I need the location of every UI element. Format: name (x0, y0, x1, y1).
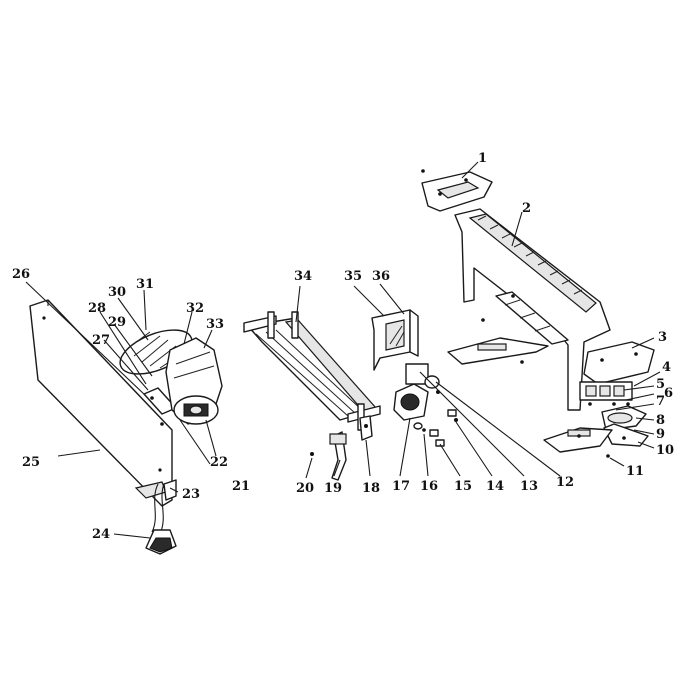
callout-labels: 1 2 3 4 5 6 7 8 9 10 11 12 13 14 15 16 1… (12, 151, 674, 542)
callout-6: 6 (664, 386, 673, 401)
callout-8: 8 (656, 413, 665, 428)
callout-28: 28 (88, 301, 106, 316)
part-bracket-left (329, 431, 347, 481)
callout-32: 32 (186, 301, 204, 316)
part-small-screw (310, 452, 314, 456)
callout-15: 15 (454, 479, 472, 494)
part-thermostat-bracket (371, 309, 419, 371)
callout-7: 7 (656, 394, 665, 409)
callout-24: 24 (92, 527, 110, 542)
callout-21: 21 (232, 479, 250, 494)
callout-33: 33 (206, 317, 224, 332)
part-top-cap (421, 171, 493, 212)
callout-27: 27 (92, 333, 110, 348)
callout-25: 25 (22, 455, 40, 470)
part-power-cord (145, 479, 177, 555)
callout-5: 5 (656, 377, 665, 392)
callout-36: 36 (372, 269, 390, 284)
callout-16: 16 (420, 479, 438, 494)
part-right-foot-upper (447, 337, 549, 365)
callout-31: 31 (136, 277, 154, 292)
callout-23: 23 (182, 487, 200, 502)
part-bracket-right (359, 415, 373, 441)
callout-26: 26 (12, 267, 30, 282)
part-heating-element (243, 311, 381, 431)
part-side-cover (583, 341, 655, 385)
part-screw (421, 169, 425, 173)
callout-11: 11 (626, 464, 644, 479)
callout-10: 10 (656, 443, 674, 458)
callout-30: 30 (108, 285, 126, 300)
callout-4: 4 (662, 360, 671, 375)
callout-20: 20 (296, 481, 314, 496)
part-back-panel (29, 299, 173, 507)
callout-12: 12 (556, 475, 574, 490)
callout-29: 29 (108, 315, 126, 330)
callout-19: 19 (324, 481, 342, 496)
part-foot-screw (606, 454, 610, 458)
callout-34: 34 (294, 269, 312, 284)
part-knob-base (601, 405, 649, 447)
callout-1: 1 (478, 151, 487, 166)
leader-lines (25, 161, 661, 539)
part-right-foot-lower (543, 427, 613, 453)
callout-13: 13 (520, 479, 538, 494)
part-thermostat (393, 363, 440, 421)
callout-35: 35 (344, 269, 362, 284)
part-motor (165, 337, 223, 425)
callout-17: 17 (392, 479, 410, 494)
callout-9: 9 (656, 427, 665, 442)
part-small-hardware (413, 409, 458, 447)
callout-14: 14 (486, 479, 504, 494)
part-grille-housing (454, 208, 611, 411)
callout-3: 3 (658, 330, 667, 345)
callout-18: 18 (362, 481, 380, 496)
grille-slots (477, 215, 583, 295)
part-control-block (579, 381, 633, 406)
callout-22: 22 (210, 455, 228, 470)
callout-2: 2 (522, 201, 531, 216)
